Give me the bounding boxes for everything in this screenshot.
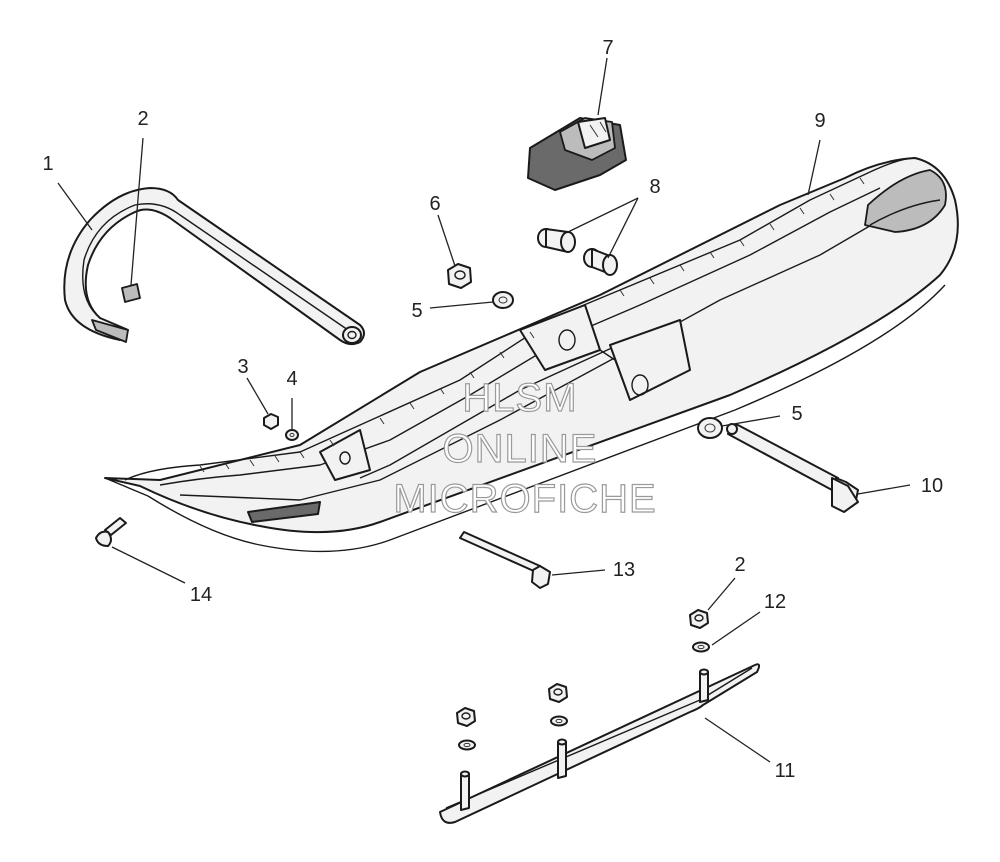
leader-3 [246,377,269,415]
part-10-bolt [726,423,859,513]
leader-6 [437,214,456,267]
part-14-pin [95,517,127,547]
callout-2-lower: 2 [734,554,745,576]
callout-2: 2 [137,108,148,130]
callout-9: 9 [814,110,825,132]
leader-11 [704,717,771,763]
callout-8: 8 [649,176,660,198]
leader-5b [721,415,781,427]
part-9-ski [104,157,959,553]
leader-2b [707,577,736,611]
part-8-bolts [537,228,618,276]
leader-2a [130,137,144,286]
callout-3: 3 [237,356,248,378]
part-1-handle [63,187,365,346]
callout-5: 5 [411,300,422,322]
leader-12 [711,611,761,646]
leader-7 [597,57,608,116]
callout-4: 4 [286,368,297,390]
leader-8a [567,197,639,233]
callouts: 1 2 3 4 5 6 7 8 9 5 10 13 14 2 12 11 [42,37,943,782]
part-5-washer-right [697,417,723,439]
part-6-nut [447,263,472,289]
callout-6: 6 [429,193,440,215]
leader-1 [57,182,93,231]
part-2-clip [121,283,141,303]
part-13-bolt [459,531,551,589]
part-3-nut [263,413,279,430]
leader-5a [429,301,494,309]
part-4-washer [285,429,299,441]
watermark-line-3: MICROFICHE [393,477,656,521]
callout-5-right: 5 [791,403,802,425]
leader-14 [111,546,186,584]
watermark: HLSM ONLINE MICROFICHE [393,375,657,521]
part-5-washer-top [492,291,514,309]
leader-9 [807,139,821,196]
watermark-line-2: ONLINE [443,427,598,471]
leader-8b [607,197,639,259]
watermark-line-1: HLSM [462,376,577,420]
callout-7: 7 [602,37,613,59]
runner-nut-left [456,707,476,751]
callout-13: 13 [613,559,635,581]
callout-14: 14 [190,584,212,606]
leader-lines [57,57,911,763]
part-11-runner [439,663,761,824]
runner-nut-middle [548,683,568,727]
part-7-bushing [527,117,627,191]
callout-12: 12 [764,591,786,613]
leader-10 [857,484,911,495]
callout-11: 11 [775,760,796,782]
leader-13 [551,569,606,576]
callout-1: 1 [42,153,53,175]
callout-10: 10 [921,475,943,497]
runner-nut-right [689,609,710,653]
